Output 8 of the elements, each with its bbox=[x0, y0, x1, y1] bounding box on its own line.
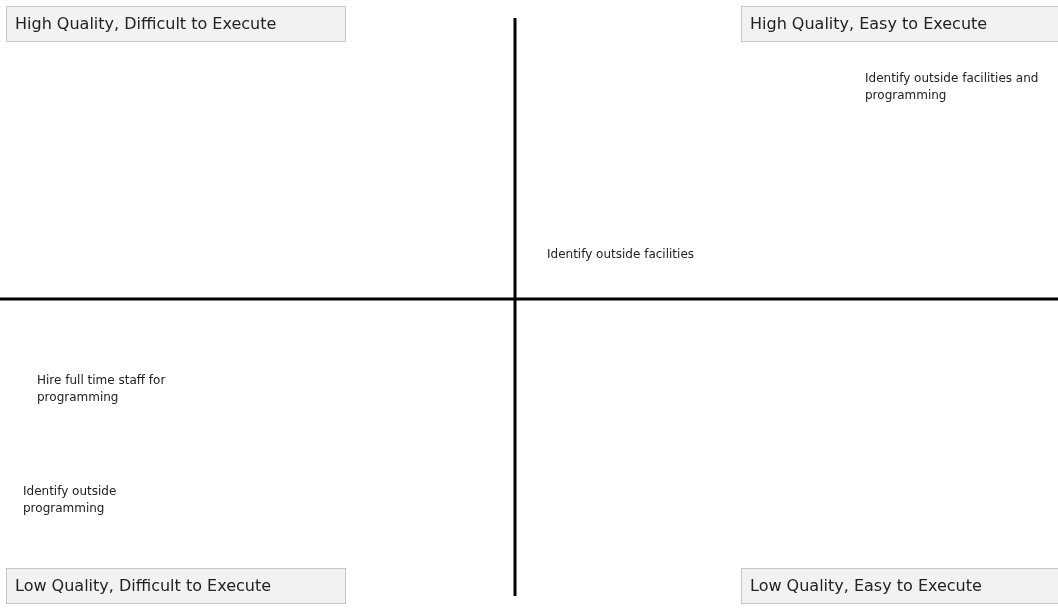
plotted-item-label: Identify outside facilities bbox=[547, 246, 695, 263]
plotted-item-label: Identify outside programming bbox=[23, 483, 118, 517]
quadrant-label: High Quality, Easy to Execute bbox=[741, 6, 1058, 42]
quadrant-label: Low Quality, Difficult to Execute bbox=[6, 568, 346, 604]
quadrant-label: High Quality, Difficult to Execute bbox=[6, 6, 346, 42]
plotted-item-label: Identify outside facilities and programming bbox=[865, 70, 1040, 104]
quadrant-label: Low Quality, Easy to Execute bbox=[741, 568, 1058, 604]
plotted-item-label: Hire full time staff for programming bbox=[37, 372, 167, 406]
